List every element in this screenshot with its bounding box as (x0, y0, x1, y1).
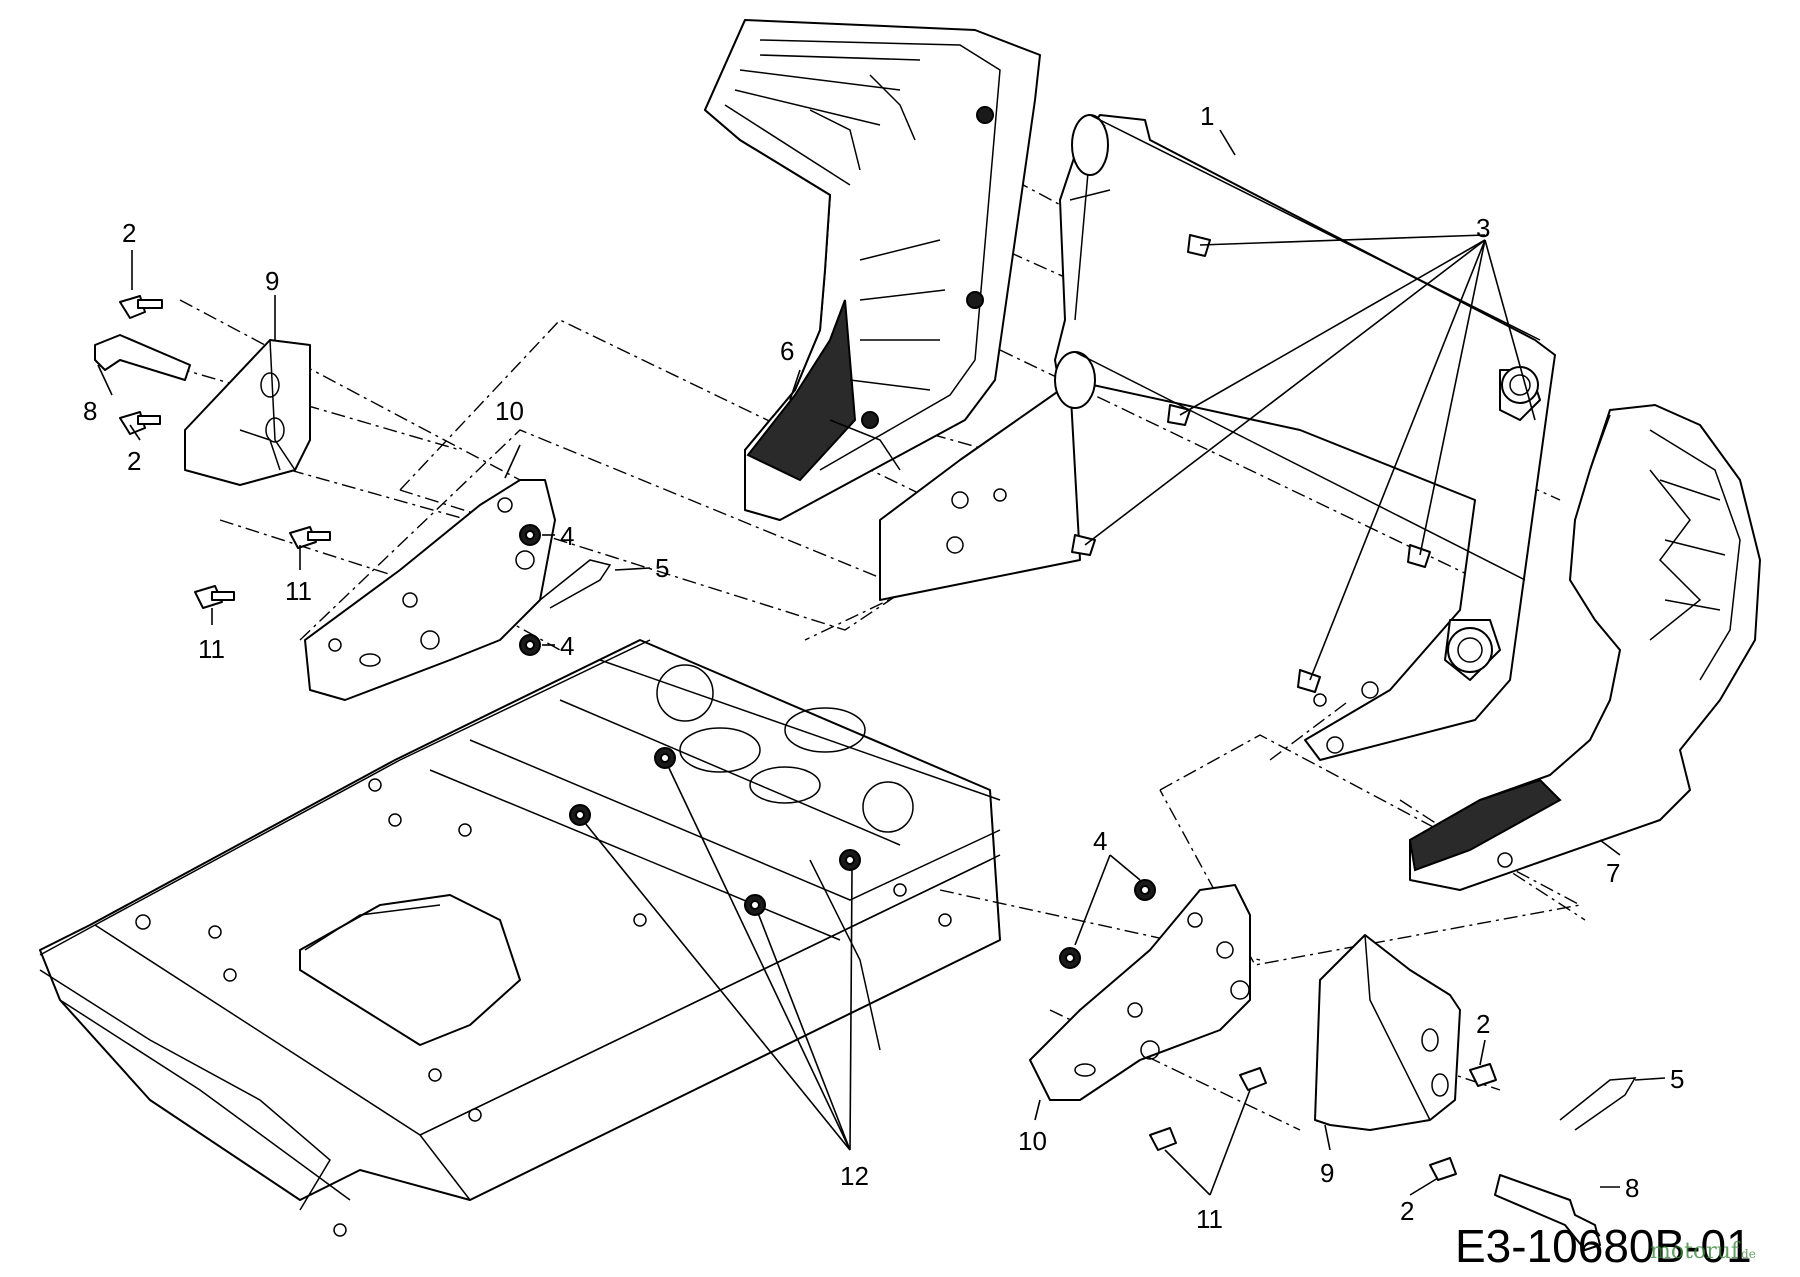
callout-5: 5 (1670, 1064, 1684, 1094)
callout-2: 2 (127, 446, 141, 476)
callout-4: 4 (560, 521, 574, 551)
callout-5: 5 (655, 553, 669, 583)
seat-bolster-left (704, 19, 1041, 521)
leader-lines (97, 129, 1666, 1196)
callout-2: 2 (122, 218, 136, 248)
callout-2: 2 (1476, 1009, 1490, 1039)
callout-12: 12 (840, 1161, 869, 1191)
callout-6: 6 (780, 336, 794, 366)
chassis-frame (39, 639, 1001, 1237)
fasteners (94, 234, 1637, 1251)
side-plate-right (1029, 884, 1251, 1101)
callout-11: 11 (285, 576, 312, 606)
diagram-code: E3-10680B-01 (1455, 1220, 1752, 1272)
callout-11: 11 (1196, 1204, 1223, 1234)
callout-4: 4 (1093, 826, 1107, 856)
callout-9: 9 (1320, 1158, 1334, 1188)
seat-back-shell (879, 114, 1556, 761)
callout-3: 3 (1476, 213, 1490, 243)
callout-11: 11 (198, 634, 225, 664)
callout-8: 8 (83, 396, 97, 426)
callout-1: 1 (1200, 101, 1214, 131)
callout-4: 4 (560, 631, 574, 661)
callout-10: 10 (495, 396, 524, 426)
callout-9: 9 (265, 266, 279, 296)
hinge-bracket-left (184, 339, 311, 486)
seat-bolster-right (1408, 404, 1761, 891)
side-plate-left (304, 479, 556, 701)
callout-10: 10 (1018, 1126, 1047, 1156)
callouts: 1 2 2 2 2 3 4 4 4 5 5 6 7 8 8 9 9 10 10 … (83, 101, 1684, 1234)
hinge-bracket-right (1314, 934, 1461, 1131)
callout-2: 2 (1400, 1196, 1414, 1226)
callout-7: 7 (1606, 858, 1620, 888)
callout-8: 8 (1625, 1173, 1639, 1203)
